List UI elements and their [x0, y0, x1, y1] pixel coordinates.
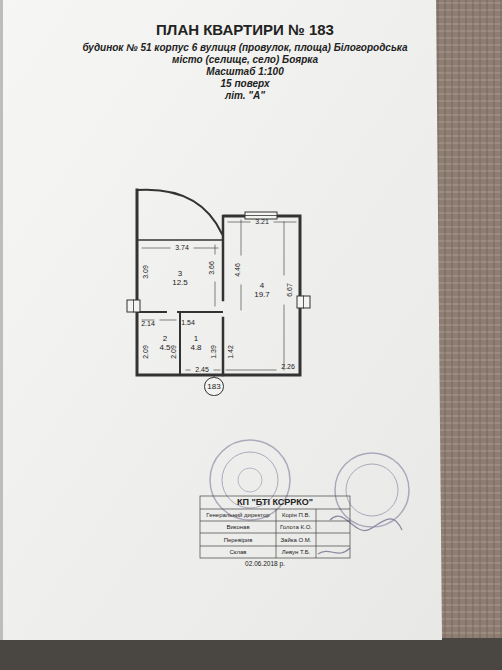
room-number: 2	[163, 334, 167, 343]
scale-note: Масштаб 1:100	[206, 66, 283, 77]
dimension: 2.26	[281, 363, 295, 371]
room-area: 14.8	[184, 328, 208, 358]
dimension: 3.09	[142, 265, 150, 279]
room-area-value: 19.7	[254, 290, 270, 299]
address-line: будинок № 51 корпус 6 вулиця (провулок, …	[82, 42, 407, 53]
table-header: КП "БТІ КСРРКО"	[237, 498, 313, 508]
dimension: 1.42	[227, 345, 235, 359]
room-number: 3	[178, 269, 182, 278]
dimension: 2.45	[195, 366, 209, 374]
address-line: місто (селище, село) Боярка	[172, 54, 318, 65]
dimension: 2.09	[170, 345, 178, 359]
room-area-value: 4.8	[190, 343, 201, 352]
dimension: 4.46	[234, 263, 242, 277]
table-cell: Перевірив	[224, 536, 253, 543]
dimension: 3.21	[255, 218, 269, 226]
room-number: 183	[207, 382, 220, 391]
dimension: 6.67	[286, 283, 294, 297]
table-cell: Голота К.О.	[280, 524, 312, 531]
table-cell: Левун Т.Б.	[282, 549, 311, 556]
room-area-value: 12.5	[172, 278, 188, 287]
dimension: 2.09	[142, 345, 150, 359]
table-cell: Генеральний директор	[206, 512, 269, 519]
room-area: 24.5	[152, 328, 178, 358]
dimension: 1.54	[181, 319, 195, 327]
room-area: 419.7	[226, 240, 298, 340]
room-area: 312.5	[140, 252, 220, 304]
room-area-value: 4.5	[159, 343, 170, 352]
table-cell: Зайка О.М.	[280, 536, 311, 543]
dimension: 2.14	[141, 320, 155, 328]
apartment-number-circle: 183	[204, 377, 223, 396]
room-number: 1	[194, 334, 198, 343]
table-cell: Виконав	[226, 524, 249, 531]
dimension: 3.66	[208, 261, 216, 275]
room-number: 4	[260, 281, 264, 290]
table-cell: Корін П.В.	[282, 512, 310, 519]
letter-note: літ. "А"	[225, 90, 265, 101]
dimension: 1.39	[210, 345, 218, 359]
table-cell: Склав	[229, 549, 246, 556]
dimension: 3.74	[175, 244, 189, 252]
plan-title: ПЛАН КВАРТИРИ № 183	[156, 22, 334, 39]
floor-note: 15 поверх	[221, 78, 270, 89]
table-date: 02.06.2018 р.	[245, 560, 285, 567]
